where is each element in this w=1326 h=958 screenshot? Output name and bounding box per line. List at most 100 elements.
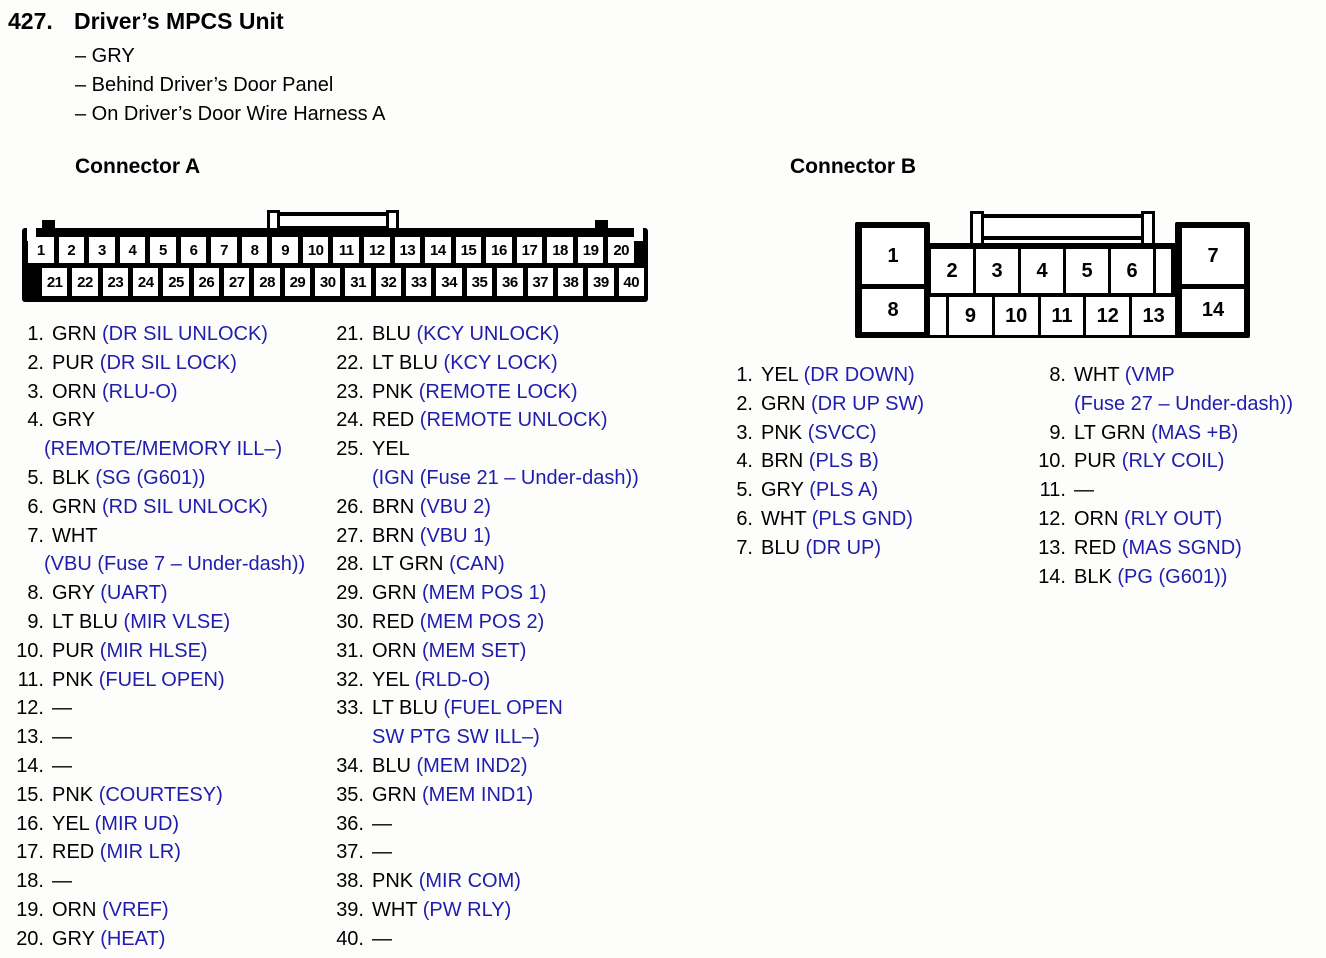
pin-row: 4.BRN (PLS B) <box>733 447 924 476</box>
pin-row: 1. YEL (DR DOWN) <box>733 361 924 390</box>
connector-a-pin-list-left: 1.GRN (DR SIL UNLOCK)2.PUR (DR SIL LOCK)… <box>8 320 305 954</box>
pin-cell-12: 12 <box>364 237 390 263</box>
pin-number: 1. <box>736 364 753 386</box>
pin-number: 13. <box>1038 536 1066 559</box>
pin-number: 4. <box>27 409 44 432</box>
pin-function-label: (UART) <box>100 582 168 605</box>
pin-entry: GRY (UART) <box>52 579 168 608</box>
pin-cell-13: 13 <box>1132 297 1175 335</box>
pin-function-label: (PLS B) <box>808 450 879 473</box>
pin-entry: BLK (PG (G601)) <box>1074 563 1227 592</box>
pin-function-label: (MAS SGND) <box>1121 536 1242 559</box>
wire-color-code: RED <box>52 841 95 864</box>
pin-row: 27.BRN (VBU 1) <box>330 522 639 551</box>
pin-number: 13. <box>16 726 44 749</box>
pin-row: 2.GRN (DR UP SW) <box>733 390 924 419</box>
pin-number: 11. <box>17 668 44 691</box>
pin-entry: RED (MIR LR) <box>52 838 181 867</box>
pin-cell-9: 9 <box>272 237 298 263</box>
wire-color-code: ORN <box>52 380 97 403</box>
pin-cell-14: 14 <box>1182 289 1244 332</box>
pin-function-label: (CAN) <box>449 553 505 576</box>
pin-row: 22. LT BLU (KCY LOCK) <box>330 349 639 378</box>
pin-number: 25. <box>336 438 364 461</box>
pin-number: 40. <box>336 927 364 950</box>
pin-row: 29.GRN (MEM POS 1) <box>330 579 639 608</box>
pin-function-label: (SG (G601)) <box>95 466 206 489</box>
pin-number: 11. <box>1039 479 1066 502</box>
wire-color-code: LT GRN <box>1074 421 1146 444</box>
pin-row: 32.YEL (RLD-O) <box>330 666 639 695</box>
detail-line: – Behind Driver’s Door Panel <box>75 74 334 96</box>
page-title: 427.Driver’s MPCS Unit <box>8 8 284 35</box>
pin-cell-32: 32 <box>375 268 402 296</box>
pin-function-label: (VBU 2) <box>419 495 491 518</box>
pin-entry: LT BLU (KCY LOCK) <box>372 349 558 378</box>
wire-color-code: PNK <box>52 668 94 691</box>
pin-entry: YEL (DR DOWN) <box>761 361 915 390</box>
pin-entry: — <box>372 925 392 954</box>
pin-entry: ORN (MEM SET) <box>372 637 526 666</box>
wire-color-code: PUR <box>52 351 95 374</box>
wire-color-code: LT BLU <box>52 610 118 633</box>
pin-cell-7: 7 <box>211 237 237 263</box>
pin-row: 23.PNK (REMOTE LOCK) <box>330 378 639 407</box>
wire-color-code: — <box>372 927 392 950</box>
pin-function-label: (RD SIL UNLOCK) <box>102 495 268 518</box>
pin-number: 16. <box>16 812 44 835</box>
connector-b-heading: Connector B <box>790 155 916 178</box>
pin-row: 37.— <box>330 838 639 867</box>
wire-color-code: GRY <box>52 582 95 605</box>
pin-row: 14.— <box>8 752 305 781</box>
pin-row: 2.PUR (DR SIL LOCK) <box>8 349 305 378</box>
pin-entry: GRY (HEAT) <box>52 925 165 954</box>
pin-row: 3.ORN (RLU-O) <box>8 378 305 407</box>
wire-color-code: WHT <box>372 898 418 921</box>
pin-row: 11.— <box>1038 476 1293 505</box>
pin-entry: PNK (REMOTE LOCK) <box>372 378 578 407</box>
pin-entry: BRN (VBU 1) <box>372 522 491 551</box>
pin-number: 9. <box>27 610 44 633</box>
pin-row: 24.RED (REMOTE UNLOCK) <box>330 406 639 435</box>
pin-cell-2: 2 <box>931 249 973 293</box>
item-number: 427. <box>8 8 53 34</box>
corner-notch <box>634 228 643 241</box>
pin-row: 33.LT BLU (FUEL OPEN <box>330 694 639 723</box>
pin-cell-11: 11 <box>333 237 360 263</box>
pin-number: 5. <box>27 466 44 489</box>
pin-cell-21: 21 <box>42 268 68 296</box>
pin-cell-26: 26 <box>193 268 220 296</box>
pin-row: 26.BRN (VBU 2) <box>330 493 639 522</box>
pin-function-label: (DR UP SW) <box>811 392 924 415</box>
pin-number: 22. <box>336 351 364 374</box>
pin-cell-8: 8 <box>241 237 268 263</box>
pin-number: 34. <box>336 754 364 777</box>
wire-color-code: GRN <box>52 323 97 345</box>
pin-entry: GRN (DR SIL UNLOCK) <box>52 320 268 349</box>
pin-entry: BRN (PLS B) <box>761 447 879 476</box>
pin-function-label: (RLY COIL) <box>1121 450 1225 473</box>
pin-row: 8.WHT (VMP <box>1038 361 1293 390</box>
pin-cell-11: 11 <box>1040 297 1084 335</box>
pin-function-label: (VBU 1) <box>419 524 491 547</box>
pin-row: 12.ORN (RLY OUT) <box>1038 505 1293 534</box>
pin-number: 24. <box>336 409 364 432</box>
pin-function-label: (KCY LOCK) <box>443 351 558 374</box>
pin-row: 9.LT GRN (MAS +B) <box>1038 419 1293 448</box>
wire-color-code: LT BLU <box>372 697 438 720</box>
wire-color-code: ORN <box>1074 507 1119 530</box>
pin-number: 6. <box>27 495 44 518</box>
pin-cell-20: 20 <box>608 237 634 263</box>
pin-entry: BLU (KCY UNLOCK) <box>372 320 559 349</box>
wire-color-code: GRY <box>761 479 804 502</box>
wire-color-code: LT GRN <box>372 553 444 576</box>
pin-function-label: (RLU-O) <box>102 380 178 403</box>
pin-row: 19.ORN (VREF) <box>8 896 305 925</box>
pin-cell-10: 10 <box>994 297 1038 335</box>
pin-function-label: (SVCC) <box>807 421 877 444</box>
pin-row: 13.RED (MAS SGND) <box>1038 534 1293 563</box>
pin-entry: GRY (PLS A) <box>761 476 878 505</box>
pin-entry: — <box>52 723 72 752</box>
pin-cell-4: 4 <box>1021 249 1063 293</box>
